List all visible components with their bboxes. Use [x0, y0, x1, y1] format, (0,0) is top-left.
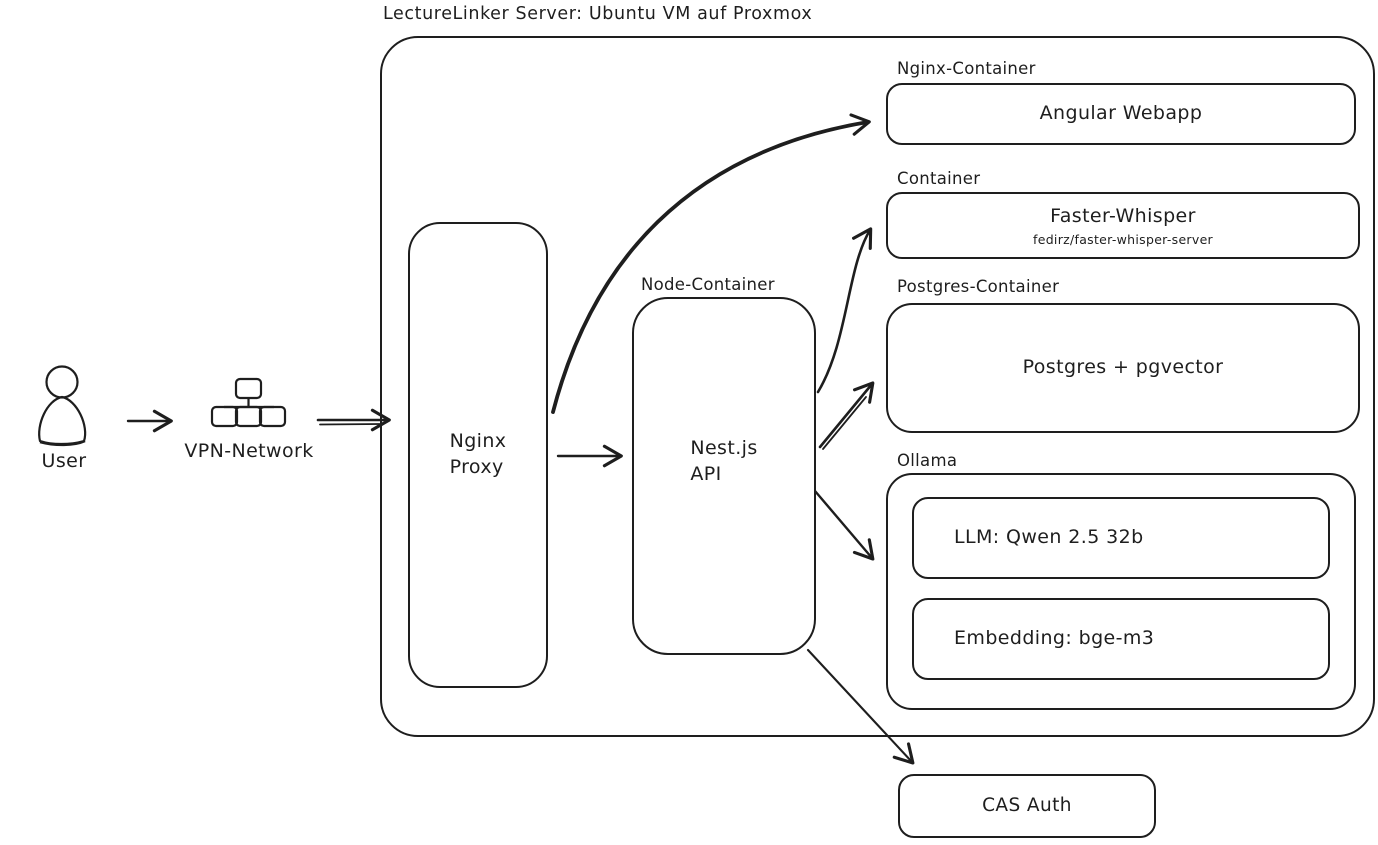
- nestjs-api-label: Nest.js API: [690, 437, 758, 485]
- angular-webapp-box: Angular Webapp: [886, 83, 1356, 145]
- embedding-box: Embedding: bge-m3: [912, 598, 1330, 680]
- cas-auth-label: CAS Auth: [982, 794, 1072, 816]
- node-container-label: Node-Container: [641, 275, 775, 294]
- faster-whisper-box: Faster-Whisper fedirz/faster-whisper-ser…: [886, 192, 1360, 259]
- llm-label: LLM: Qwen 2.5 32b: [954, 526, 1144, 549]
- whisper-container-label: Container: [897, 169, 981, 188]
- postgres-container-label: Postgres-Container: [897, 277, 1060, 296]
- user-icon: [38, 365, 87, 447]
- nginx-container-label: Nginx-Container: [897, 59, 1036, 78]
- angular-webapp-label: Angular Webapp: [1039, 102, 1203, 125]
- faster-whisper-label: Faster-Whisper: [1050, 205, 1196, 228]
- user-label: User: [41, 450, 87, 472]
- cas-auth-box: CAS Auth: [898, 774, 1156, 838]
- postgres-box: Postgres + pgvector: [886, 303, 1360, 433]
- faster-whisper-sublabel: fedirz/faster-whisper-server: [1033, 231, 1213, 247]
- nginx-proxy-box: Nginx Proxy: [408, 222, 548, 688]
- ollama-label: Ollama: [897, 451, 958, 470]
- arrow-vpn-to-proxy: [316, 408, 391, 432]
- llm-box: LLM: Qwen 2.5 32b: [912, 497, 1330, 579]
- vpn-network-label: VPN-Network: [184, 440, 314, 462]
- diagram-title: LectureLinker Server: Ubuntu VM auf Prox…: [383, 4, 813, 24]
- nestjs-api-box: Nest.js API: [632, 297, 816, 655]
- postgres-label: Postgres + pgvector: [1022, 356, 1224, 379]
- nginx-proxy-label: Nginx Proxy: [449, 430, 507, 478]
- embedding-label: Embedding: bge-m3: [954, 627, 1155, 650]
- vpn-network-icon: [210, 377, 287, 428]
- server-boundary-box: [380, 36, 1375, 737]
